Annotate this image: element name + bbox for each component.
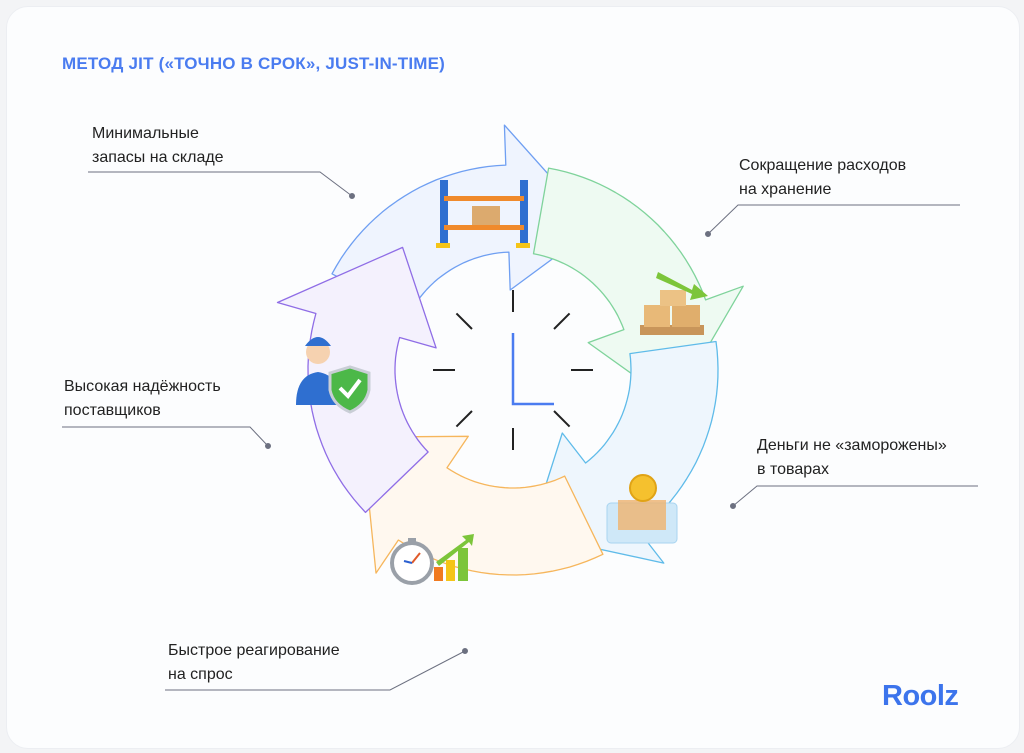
leader-line (707, 204, 960, 235)
clock-icon (433, 290, 593, 450)
clock-hands (511, 333, 554, 406)
frozen-coin-box-icon (606, 474, 678, 544)
roolz-logo: Roolz (882, 680, 959, 712)
leader-dot (462, 648, 468, 654)
clock-tick (553, 312, 571, 330)
leader-dot (730, 503, 736, 509)
label-money-not-frozen: Деньги не «заморожены»в товарах (757, 437, 947, 478)
clock-tick (455, 312, 473, 330)
leader-line (165, 650, 466, 691)
page-title: МЕТОД JIT («ТОЧНО В СРОК», JUST-IN-TIME) (62, 54, 446, 73)
leader-line (732, 485, 978, 507)
leader-line (88, 171, 353, 197)
boxes-down-arrow-icon (640, 272, 708, 335)
supplier-shield-icon (296, 337, 371, 414)
leader-dot (265, 443, 271, 449)
warehouse-shelf-icon (436, 180, 530, 248)
leader-dot (705, 231, 711, 237)
stopwatch-growth-chart-icon (390, 534, 474, 585)
clock-tick (553, 410, 571, 428)
leader-dot (349, 193, 355, 199)
clock-tick (455, 410, 473, 428)
leader-line (62, 426, 269, 447)
